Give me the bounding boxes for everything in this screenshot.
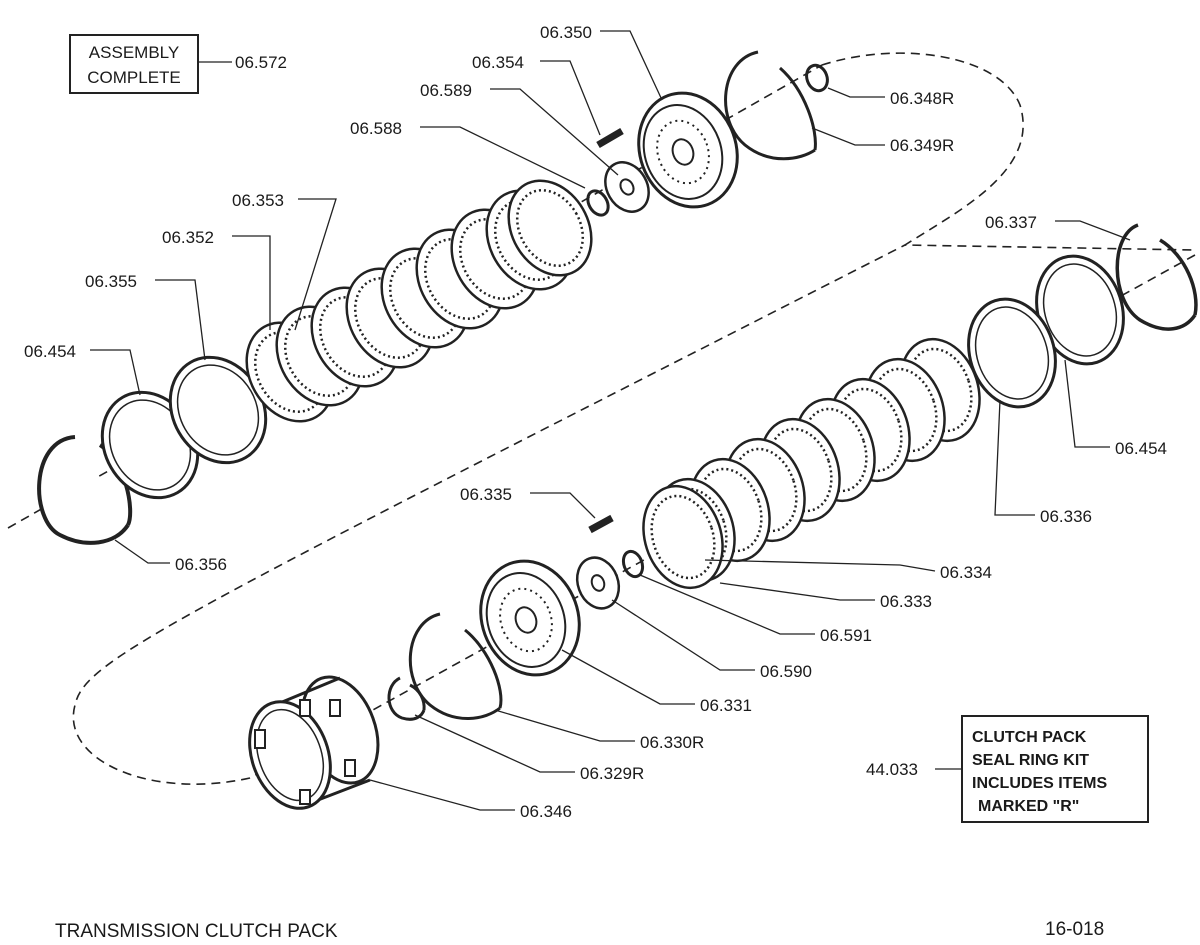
label-06-588: 06.588 [350,119,402,138]
assembly-complete-box: ASSEMBLY COMPLETE [69,34,199,94]
label-06-337: 06.337 [985,213,1037,232]
spring-06-354 [596,127,624,149]
label-06-336: 06.336 [1040,507,1092,526]
kit-line4: MARKED "R" [978,798,1079,815]
label-44-033: 44.033 [866,760,918,779]
snap-ring-06-356 [37,435,133,545]
seal-06-330R [408,612,503,720]
label-06-454-right: 06.454 [1115,439,1167,458]
spring-06-335 [588,514,614,534]
label-06-572: 06.572 [235,53,287,72]
label-06-350: 06.350 [540,23,592,42]
label-06-353: 06.353 [232,191,284,210]
seal-06-329R [387,676,426,721]
upper-clutch-stack [245,179,593,423]
seal-06-348R [805,63,829,93]
diagram-title: TRANSMISSION CLUTCH PACK [55,921,338,942]
steel-plate-06-454-right [1035,254,1125,366]
label-06-333: 06.333 [880,592,932,611]
lower-clutch-stack [642,337,981,590]
snap-ring-06-591 [621,549,645,579]
pressure-plate-06-355 [168,355,268,465]
label-06-590: 06.590 [760,662,812,681]
label-06-334: 06.334 [940,563,992,582]
label-06-329R: 06.329R [580,764,644,783]
snap-ring-06-588 [586,189,610,217]
retainer-06-589 [604,161,650,213]
pressure-plate-06-336 [967,297,1057,409]
label-06-330R: 06.330R [640,733,704,752]
piston-06-350 [637,91,739,209]
label-06-354: 06.354 [472,53,524,72]
part-labels: 06.350 06.354 06.589 06.588 06.353 06.35… [24,23,1167,821]
label-06-335: 06.335 [460,485,512,504]
kit-line2: SEAL RING KIT [972,752,1089,769]
label-06-331: 06.331 [700,696,752,715]
label-06-348R: 06.348R [890,89,954,108]
label-06-352: 06.352 [162,228,214,247]
seal-ring-kit-box: CLUTCH PACK SEAL RING KIT INCLUDES ITEMS… [961,715,1149,823]
leader-lines [90,30,1131,811]
label-06-356: 06.356 [175,555,227,574]
label-06-591: 06.591 [820,626,872,645]
kit-line1: CLUTCH PACK [972,729,1087,746]
seal-06-349R [724,50,817,161]
label-06-349R: 06.349R [890,136,954,155]
label-06-454-left: 06.454 [24,342,76,361]
label-06-589: 06.589 [420,81,472,100]
drum-06-346 [248,675,380,810]
assembly-line2: COMPLETE [87,68,181,87]
retainer-06-590 [575,556,621,610]
label-06-355: 06.355 [85,272,137,291]
page-code: 16-018 [1045,919,1104,940]
snap-ring-06-337 [1115,223,1198,331]
kit-line3: INCLUDES ITEMS [972,775,1107,792]
assembly-line1: ASSEMBLY [89,43,179,62]
label-06-346: 06.346 [520,802,572,821]
piston-06-331 [479,559,581,677]
